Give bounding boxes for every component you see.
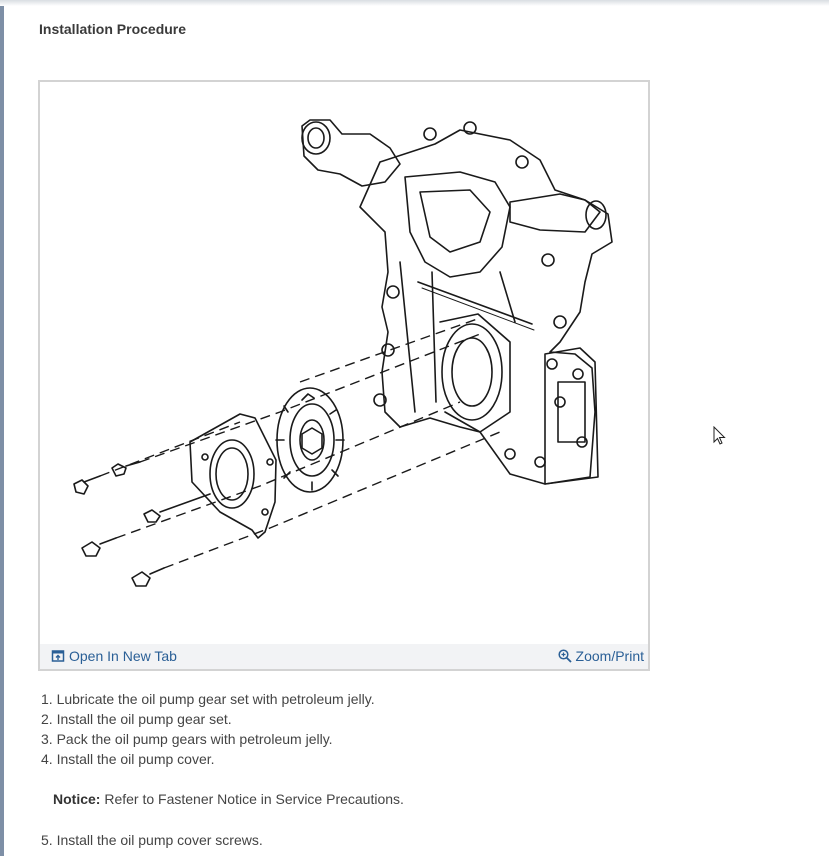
notice-text: Refer to Fastener Notice in Service Prec… xyxy=(100,791,404,807)
header-shadow xyxy=(0,0,829,6)
step-item: 5. Install the oil pump cover screws. xyxy=(41,832,263,848)
window-left-edge xyxy=(0,0,4,856)
zoom-print-label: Zoom/Print xyxy=(575,648,644,664)
section-title: Installation Procedure xyxy=(39,21,187,37)
step-item: 3. Pack the oil pump gears with petroleu… xyxy=(41,731,333,747)
figure-panel: Open In New Tab Zoom/Print xyxy=(38,80,650,671)
fastener-notice: Notice: Refer to Fastener Notice in Serv… xyxy=(53,789,404,809)
step-item: 4. Install the oil pump cover. xyxy=(41,751,215,767)
step-item: 1. Lubricate the oil pump gear set with … xyxy=(41,691,375,707)
mouse-pointer-icon xyxy=(713,426,726,445)
figure-toolbar: Open In New Tab Zoom/Print xyxy=(40,644,648,669)
oil-pump-exploded-diagram xyxy=(73,119,613,587)
open-in-new-tab-icon xyxy=(51,650,65,662)
open-in-new-tab-link[interactable]: Open In New Tab xyxy=(51,648,177,664)
open-in-new-tab-label: Open In New Tab xyxy=(69,648,177,664)
notice-label: Notice: xyxy=(53,791,101,807)
zoom-in-icon xyxy=(557,649,572,663)
step-item: 2. Install the oil pump gear set. xyxy=(41,711,232,727)
step-list: 1. Lubricate the oil pump gear set with … xyxy=(41,689,375,769)
zoom-print-link[interactable]: Zoom/Print xyxy=(557,648,644,664)
